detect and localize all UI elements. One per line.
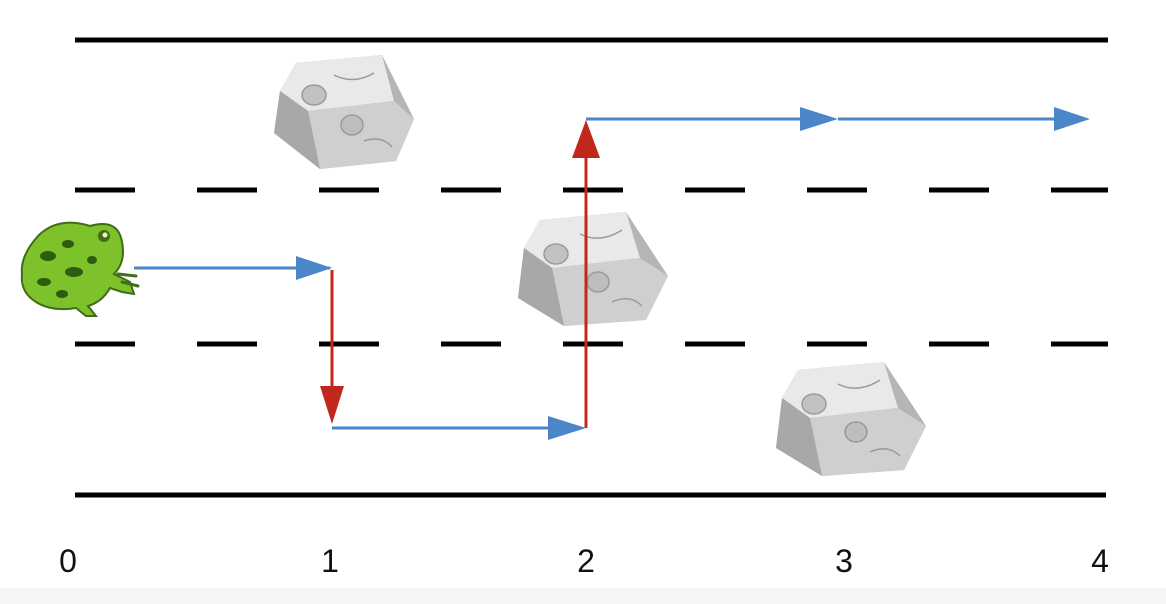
stone-icon xyxy=(274,55,414,169)
forward-arrow-head xyxy=(1054,107,1090,131)
position-label-2: 2 xyxy=(577,543,595,579)
stone-icon xyxy=(776,362,926,476)
forward-arrow-head xyxy=(548,416,586,440)
stone-icon xyxy=(518,212,668,326)
frog-icon xyxy=(20,221,140,317)
side-jump-arrow-head xyxy=(320,386,344,424)
footer-strip xyxy=(0,588,1166,604)
frog-jump-diagram: 0 1 2 3 4 xyxy=(20,37,1109,579)
position-label-0: 0 xyxy=(59,543,77,579)
position-label-3: 3 xyxy=(835,543,853,579)
position-label-4: 4 xyxy=(1091,543,1109,579)
forward-arrow-head xyxy=(296,256,332,280)
side-jump-arrow-head xyxy=(572,120,600,158)
forward-arrow-head xyxy=(800,107,838,131)
position-label-1: 1 xyxy=(321,543,339,579)
